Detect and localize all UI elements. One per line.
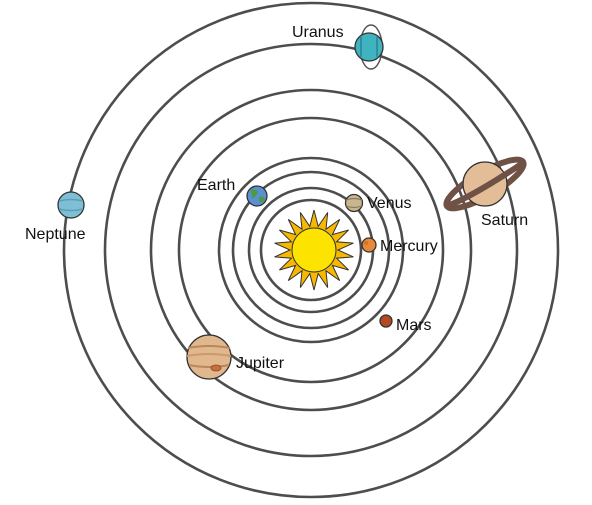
jupiter-band [188, 364, 230, 368]
orbit-mercury [259, 198, 363, 302]
label-mars: Mars [396, 317, 432, 334]
earth-land [251, 189, 258, 198]
planet-earth: Earth [197, 177, 268, 207]
uranus-icon [354, 32, 384, 62]
sun-icon [291, 227, 337, 273]
sun [274, 209, 354, 291]
label-venus: Venus [367, 195, 411, 212]
planet-saturn: Saturn [443, 156, 528, 229]
jupiter-icon [186, 334, 232, 380]
planet-mars: Mars [379, 314, 432, 334]
mercury-icon [361, 237, 377, 253]
orbit-saturn [149, 88, 473, 412]
orbit-uranus [103, 42, 519, 458]
jupiter-band [187, 345, 231, 349]
mercury-crater [364, 241, 368, 245]
earth-land [259, 196, 265, 203]
orbits [62, 1, 560, 499]
venus-band [345, 197, 363, 201]
orbit-neptune [62, 1, 560, 499]
label-uranus: Uranus [292, 24, 344, 41]
neptune-band [58, 198, 84, 202]
saturn-ring-front [445, 160, 525, 209]
mars-icon [379, 314, 393, 328]
jupiter-great-red-spot [210, 364, 222, 372]
label-mercury: Mercury [380, 238, 438, 255]
label-neptune: Neptune [25, 226, 86, 243]
orbit-jupiter [177, 116, 445, 384]
label-jupiter: Jupiter [236, 355, 285, 372]
orbit-mars [217, 156, 405, 344]
earth-icon [246, 185, 268, 207]
label-saturn: Saturn [481, 212, 528, 229]
label-earth: Earth [197, 177, 235, 194]
planet-neptune: Neptune [25, 191, 86, 243]
neptune-icon [57, 191, 85, 219]
planet-venus: Venus [344, 193, 411, 213]
planet-uranus: Uranus [292, 24, 384, 70]
neptune-band [58, 208, 84, 212]
orbit-earth [231, 170, 391, 330]
venus-icon [344, 193, 364, 213]
venus-band [345, 205, 363, 209]
jupiter-band [186, 353, 232, 357]
planet-mercury: Mercury [361, 237, 438, 255]
planet-jupiter: Jupiter [186, 334, 285, 380]
